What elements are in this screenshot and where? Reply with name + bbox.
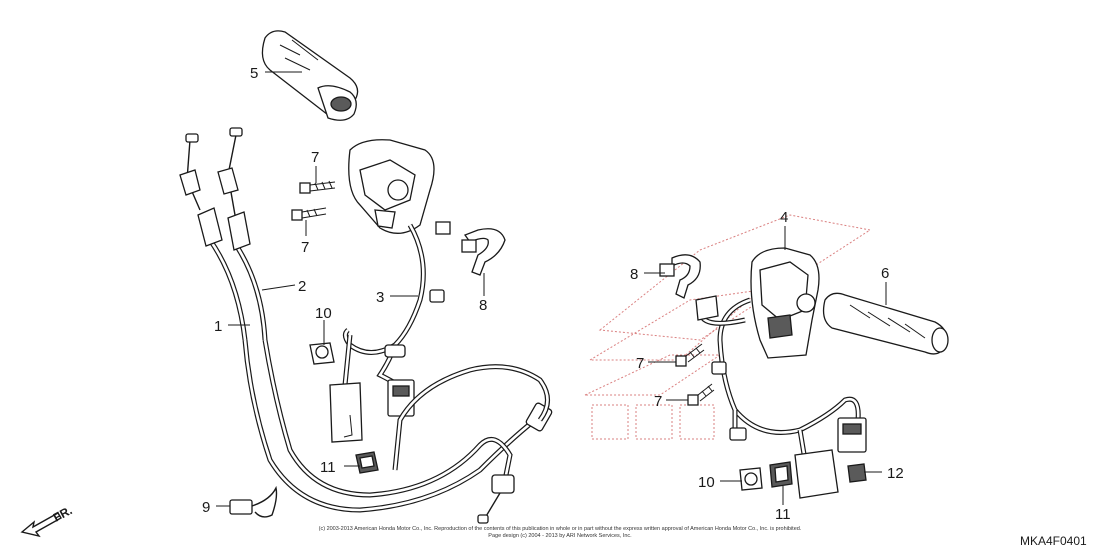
diagram-code: MKA4F0401 (1020, 534, 1087, 548)
harness-clip-right[interactable] (847, 463, 867, 483)
callout-11-left[interactable]: 11 (320, 459, 336, 476)
left-switch-wiring (342, 221, 451, 392)
honda-watermark-logo (584, 214, 872, 440)
callout-4[interactable]: 4 (780, 209, 788, 226)
copyright-notice: (c) 2003-2013 American Honda Motor Co., … (319, 526, 802, 532)
wire-clamp-icon (429, 289, 445, 303)
cable-clamp-right[interactable] (659, 254, 701, 299)
left-connector-large[interactable] (329, 382, 363, 443)
bolt-right-lower[interactable] (687, 383, 715, 406)
left-grip[interactable] (261, 30, 359, 121)
callout-labels: 5 1 2 3 4 6 7 7 7 7 8 8 9 10 10 11 11 12 (202, 65, 904, 523)
throttle-cable-return[interactable] (217, 127, 550, 524)
wire-clip-right[interactable] (739, 467, 763, 491)
connector-clip-left[interactable] (355, 451, 379, 474)
callout-7-left-upper[interactable]: 7 (311, 149, 319, 166)
callout-8-left[interactable]: 8 (479, 297, 487, 314)
connector-clip-right[interactable] (769, 461, 793, 488)
wire-band[interactable] (229, 485, 278, 518)
callout-3[interactable]: 3 (376, 289, 384, 306)
wire-clip-left[interactable] (309, 342, 335, 365)
callout-12[interactable]: 12 (887, 465, 904, 482)
bolt-left-lower[interactable] (291, 207, 327, 221)
callout-7-right-lower[interactable]: 7 (654, 393, 662, 410)
callout-7-left-lower[interactable]: 7 (301, 239, 309, 256)
callout-6[interactable]: 6 (881, 265, 889, 282)
cable-clamp-left[interactable] (461, 228, 506, 276)
right-grip[interactable] (822, 292, 949, 355)
front-direction-arrow: FR. (20, 503, 74, 538)
callout-11-right[interactable]: 11 (775, 506, 791, 523)
bolt-right-upper[interactable] (675, 343, 705, 367)
callout-7-right-upper[interactable]: 7 (636, 355, 644, 372)
right-handlebar-switch[interactable] (750, 247, 820, 359)
callout-2[interactable]: 2 (298, 278, 306, 295)
copyright-page-design: Page design (c) 2004 - 2013 by ARI Netwo… (488, 533, 632, 539)
left-handlebar-switch[interactable] (348, 139, 435, 234)
throttle-cable-pull[interactable] (179, 133, 553, 513)
callout-10-left[interactable]: 10 (315, 305, 332, 322)
callout-5[interactable]: 5 (250, 65, 258, 82)
right-connector-small[interactable] (837, 417, 867, 453)
bolt-left-upper[interactable] (299, 180, 336, 194)
left-connector-small[interactable] (387, 379, 415, 417)
callout-10-right[interactable]: 10 (698, 474, 715, 491)
right-connector-large[interactable] (794, 449, 839, 499)
callout-1[interactable]: 1 (214, 318, 222, 335)
callout-8-right[interactable]: 8 (630, 266, 638, 283)
leader-lines (216, 71, 887, 507)
callout-9[interactable]: 9 (202, 499, 210, 516)
